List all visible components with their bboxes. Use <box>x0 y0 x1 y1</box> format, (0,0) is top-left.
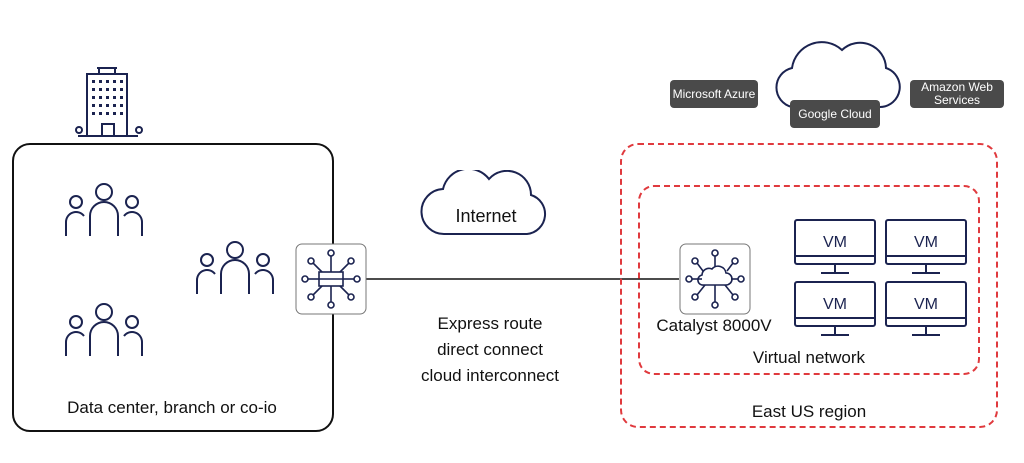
vm-monitor-icon: VM <box>794 219 876 274</box>
connection-label: direct connect <box>437 340 543 359</box>
microsoft-azure-badge: Microsoft Azure <box>670 80 758 108</box>
people-group-icon <box>65 303 143 356</box>
region-label: East US region <box>751 402 867 421</box>
vm-label: VM <box>823 296 847 313</box>
router-icon <box>295 243 367 315</box>
site-label: Data center, branch or co-io <box>67 398 277 417</box>
virtual-network-label: Virtual network <box>752 348 866 367</box>
amazon-web-services-badge: Amazon Web Services <box>910 80 1004 108</box>
vm-label: VM <box>914 296 938 313</box>
vm-monitor-icon: VM <box>885 281 967 336</box>
vm-label: VM <box>823 234 847 251</box>
catalyst-router-label: Catalyst 8000V <box>656 316 772 335</box>
people-group-icon <box>196 241 274 294</box>
people-group-icon <box>65 183 143 236</box>
region-box <box>620 143 998 428</box>
cloud-provider-icon <box>775 41 901 108</box>
internet-label: Internet <box>455 206 517 226</box>
google-cloud-badge: Google Cloud <box>790 100 880 128</box>
vm-monitor-icon: VM <box>885 219 967 274</box>
connection-label: cloud interconnect <box>421 366 559 385</box>
building-icon <box>75 67 143 137</box>
connection-label: Express route <box>437 314 543 333</box>
catalyst-router-icon <box>679 243 751 315</box>
vm-monitor-icon: VM <box>794 281 876 336</box>
virtual-network-box <box>638 185 980 375</box>
vm-label: VM <box>914 234 938 251</box>
internet-cloud-icon <box>420 170 547 236</box>
